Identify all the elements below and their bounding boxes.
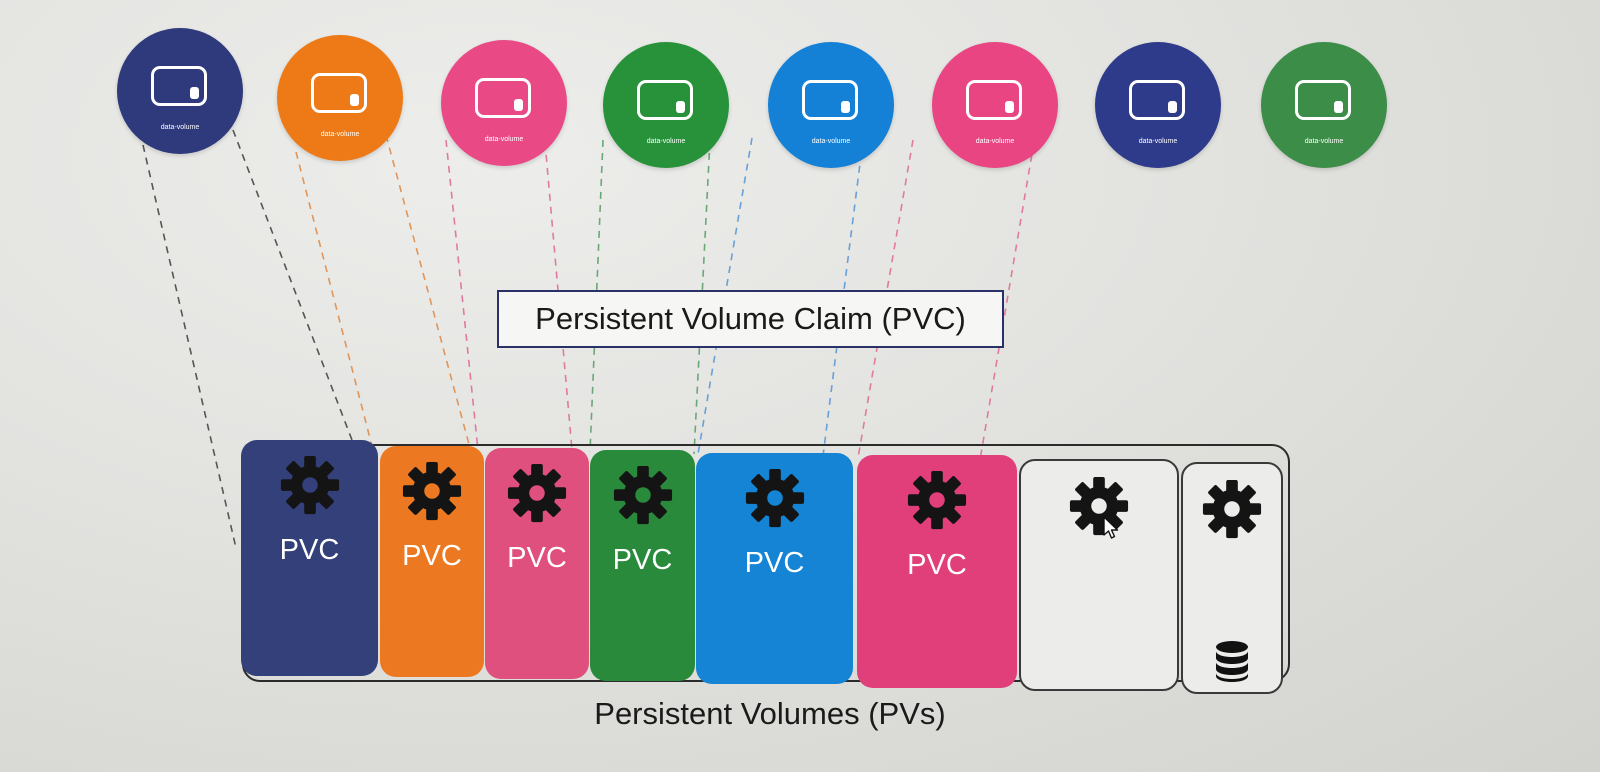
volume-label: data-volume [484,136,524,143]
gear-icon [506,462,568,524]
database-icon [1216,641,1248,682]
data-volume-circle: data-volume [1261,42,1387,168]
data-volume-circle: data-volume [1095,42,1221,168]
drive-icon [966,80,1022,120]
empty-pv-slot [1019,459,1179,691]
pvc-label: PVC [279,534,340,566]
volume-label: data-volume [1304,138,1344,145]
volume-label: data-volume [160,124,200,131]
pvc-block: PVC [241,440,378,676]
gear-icon [744,467,806,529]
drive-icon [475,78,531,118]
dashed-connector [232,129,353,441]
data-volume-circle: data-volume [768,42,894,168]
empty-pv-slot [1181,462,1283,694]
volume-label: data-volume [975,138,1015,145]
gear-icon [401,460,463,522]
pvc-block: PVC [590,450,695,681]
data-volume-circle: data-volume [603,42,729,168]
volume-label: data-volume [1138,138,1178,145]
pv-section-title: Persistent Volumes (PVs) [594,696,946,731]
pvc-block: PVC [485,448,589,679]
gear-icon [1201,478,1263,540]
drive-icon [1295,80,1351,120]
dashed-connector [295,151,373,447]
gear-icon [279,454,341,516]
pvc-block: PVC [857,455,1017,688]
gear-icon [906,469,968,531]
pvc-section-title: Persistent Volume Claim (PVC) [497,290,1004,348]
volume-label: data-volume [646,138,686,145]
pvc-label: PVC [744,547,805,579]
gear-icon [612,464,674,526]
dashed-connector [979,141,1035,461]
drive-icon [802,80,858,120]
mouse-cursor-icon [1103,516,1119,539]
gear-icon [1068,475,1130,537]
volume-label: data-volume [320,131,360,138]
pvc-label: PVC [402,540,462,572]
pvc-label: PVC [612,544,673,576]
volume-label: data-volume [811,138,851,145]
drive-icon [311,73,367,113]
pvc-block: PVC [696,453,853,684]
drive-icon [151,66,207,106]
pvc-label: PVC [907,549,967,581]
pvc-label: PVC [507,542,567,574]
pvc-block: PVC [380,446,484,677]
data-volume-circle: data-volume [932,42,1058,168]
dashed-connector [142,144,237,549]
data-volume-circle: data-volume [441,40,567,166]
data-volume-circle: data-volume [277,35,403,161]
data-volume-circle: data-volume [117,28,243,154]
dashed-connector [445,139,479,451]
drive-icon [1129,80,1185,120]
dashed-connector [385,134,471,449]
drive-icon [637,80,693,120]
